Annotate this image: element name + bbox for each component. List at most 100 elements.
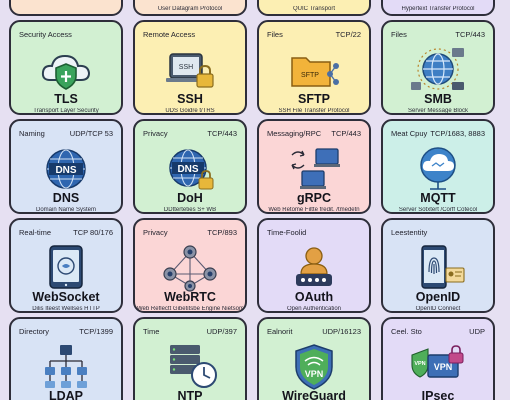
top-card-4[interactable]: Hypertext Transfer Protocol (381, 0, 495, 16)
card-smb[interactable]: Files TCP/443 SMB Server Message Block (381, 20, 495, 115)
vpn-shield-icon: VPN (295, 344, 333, 390)
card-port: UDP/397 (206, 327, 237, 336)
card-title: LDAP (48, 389, 84, 400)
card-category: Remote Access (143, 30, 196, 39)
card-dns[interactable]: Naming UDP/TCP 53 DNS DNS Domain Name Sy… (9, 119, 123, 214)
card-category: Real-time (19, 228, 52, 237)
svg-text:SSH: SSH (179, 64, 193, 71)
top-card-2[interactable]: User Datagram Protocol (133, 0, 247, 16)
card-category: Directory (19, 327, 50, 336)
websocket-tablet-icon (49, 245, 83, 289)
svg-text:SFTP: SFTP (301, 72, 319, 79)
card-doh[interactable]: Privacy TCP/443 DNS DoH DDtterteties S+ … (133, 119, 247, 214)
card-ntp[interactable]: Time UDP/397 NTP (133, 317, 247, 400)
card-title: SSH (177, 92, 203, 106)
card-port: TCP/443 (455, 30, 485, 39)
card-title: WireGuard (282, 389, 346, 400)
card-wireguard[interactable]: Ealnorit UDP/16123 VPN WireGuard (257, 317, 371, 400)
smb-globe-icon (411, 48, 464, 90)
top-card-1[interactable] (9, 0, 123, 16)
card-websocket[interactable]: Real-time TCP 80/176 WebSocket Dilis Ite… (9, 218, 123, 313)
card-title: gRPC (296, 191, 332, 205)
card-tls[interactable]: Security Access TLS Transport Layer Secu… (9, 20, 123, 115)
card-title: DNS (52, 191, 80, 205)
card-description: Transport Layer Security (33, 108, 99, 114)
card-category: Security Access (19, 30, 72, 39)
card-description: Web Retome Filtte fredit. /tmedetn (268, 207, 360, 213)
dns-globe-icon: DNS (46, 149, 86, 189)
card-port: TCP/443 (331, 129, 361, 138)
card-oauth[interactable]: Time‑Foolid OAuth Open Authentication (257, 218, 371, 313)
card-title: SMB (424, 92, 452, 106)
card-description: Dilis Iteest Wellses HTTP (32, 306, 100, 312)
webrtc-cameras-icon (163, 245, 217, 292)
card-title: WebSocket (32, 290, 100, 304)
card-port: UDP/16123 (322, 327, 361, 336)
oauth-user-icon (296, 247, 332, 286)
card-category: Leestentity (391, 228, 428, 237)
card-port: TCP/443 (207, 129, 237, 138)
card-description: Web Reflectt Gibetitsbe Engine Nietsom (137, 306, 243, 312)
svg-text:VPN: VPN (414, 361, 425, 367)
doh-globe-lock-icon: DNS (169, 149, 214, 190)
card-webrtc[interactable]: Privacy TCP/893 WebRTC Web Reflectt Gibe… (133, 218, 247, 313)
card-description: QUIC Transport (292, 6, 335, 12)
card-port: TCP 80/176 (73, 228, 113, 237)
ldap-tree-icon (45, 345, 87, 388)
card-category: Messaging/RPC (267, 129, 322, 138)
card-description: SSH File Transfer Protocol (278, 108, 350, 114)
card-description: Open Authentication (286, 306, 342, 312)
card-title: TLS (54, 92, 78, 106)
top-card-3[interactable]: QUIC Transport (257, 0, 371, 16)
card-port: TCP/22 (335, 30, 361, 39)
card-mqtt[interactable]: Meat Cpuy TCP/1683, 8883 MQTT Server Sot… (381, 119, 495, 214)
card-ssh[interactable]: Remote Access SSH SSH UDS Goidre t/TRS (133, 20, 247, 115)
openid-fingerprint-icon (421, 245, 465, 289)
card-title: MQTT (420, 191, 456, 205)
ntp-clock-icon (170, 345, 217, 388)
card-port: TCP/1399 (79, 327, 113, 336)
card-category: Files (391, 30, 407, 39)
card-title: OAuth (294, 290, 334, 304)
card-title: SFTP (298, 92, 330, 106)
ipsec-vpn-icon: VPN VPN (411, 345, 464, 378)
card-title: DoH (177, 191, 203, 205)
card-openid[interactable]: Leestentity OpenID OpenID Connect (381, 218, 495, 313)
ssh-lock-icon: SSH (166, 53, 214, 88)
svg-text:VPN: VPN (305, 369, 324, 379)
card-description: UDS Goidre t/TRS (165, 108, 215, 114)
card-sftp[interactable]: Files TCP/22 SFTP SFTP SSH File Transfer… (257, 20, 371, 115)
card-description: Domain Name System (35, 207, 97, 213)
card-port: UDP (469, 327, 485, 336)
card-category: Privacy (143, 129, 168, 138)
card-description: DDtterteties S+ WB (163, 207, 217, 213)
card-category: Privacy (143, 228, 168, 237)
mqtt-cloud-icon (420, 147, 456, 190)
card-category: Time (143, 327, 160, 336)
card-port: TCP/1683, 8883 (430, 129, 485, 138)
svg-text:DNS: DNS (177, 164, 198, 175)
cloud-shield-icon (41, 54, 91, 90)
card-category: Time‑Foolid (267, 228, 307, 237)
card-description: Server Sotxtert /Corff Cotecol (398, 207, 478, 213)
card-ipsec[interactable]: Ceel. Sto UDP VPN VPN IPsec (381, 317, 495, 400)
card-title: IPsec (421, 389, 455, 400)
card-ldap[interactable]: Directory TCP/1399 LDAP (9, 317, 123, 400)
card-category: Ceel. Sto (391, 327, 422, 336)
card-title: NTP (177, 389, 203, 400)
svg-text:VPN: VPN (434, 362, 453, 372)
card-category: Meat Cpuy (391, 129, 428, 138)
grpc-monitors-icon (291, 148, 340, 189)
sftp-folder-icon: SFTP (291, 57, 339, 87)
card-port: UDP/TCP 53 (69, 129, 113, 138)
card-description: OpenID Connect (415, 306, 461, 312)
card-grpc[interactable]: Messaging/RPC TCP/443 gRPC Web Retome Fi… (257, 119, 371, 214)
card-category: Files (267, 30, 283, 39)
card-description: User Datagram Protocol (157, 6, 223, 12)
svg-text:DNS: DNS (55, 165, 76, 176)
card-description: Server Message Block (407, 108, 469, 114)
card-title: OpenID (415, 290, 461, 304)
card-port: TCP/893 (207, 228, 237, 237)
card-title: WebRTC (164, 290, 216, 304)
